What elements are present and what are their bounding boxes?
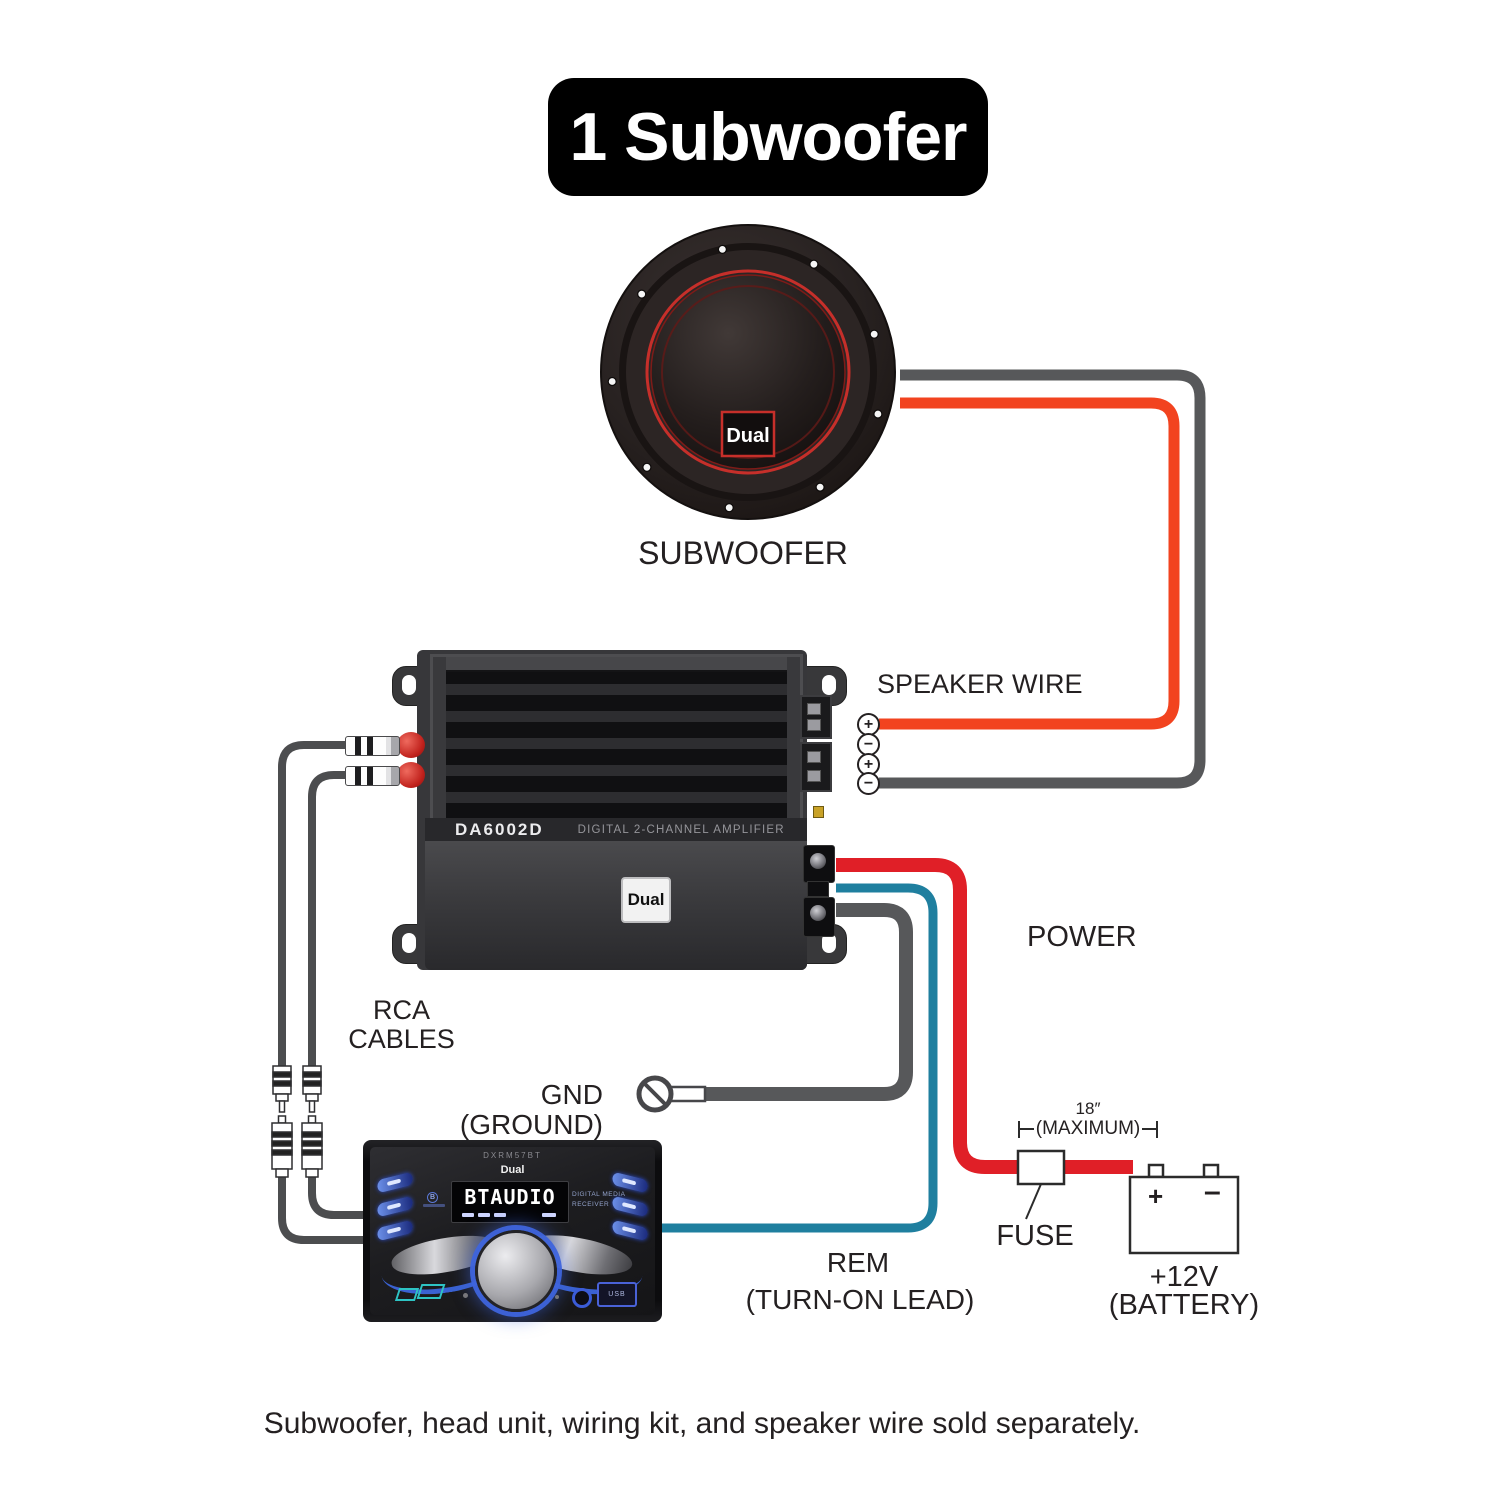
amp-model: DA6002D bbox=[455, 819, 544, 839]
speaker-negative-wire bbox=[879, 369, 1206, 789]
page-title: 1 Subwoofer bbox=[569, 99, 967, 175]
bluetooth-icon: B bbox=[427, 1192, 438, 1203]
head-unit-model: DXRM57BT bbox=[483, 1151, 542, 1160]
amp-lower-panel: Dual bbox=[425, 841, 807, 970]
usb-port: USB bbox=[597, 1282, 637, 1307]
display-indicators bbox=[494, 1213, 506, 1217]
amp-heatsink bbox=[430, 654, 803, 822]
speaker-wire-label: SPEAKER WIRE bbox=[877, 669, 1083, 699]
rca-cables-label: RCA CABLES bbox=[348, 995, 455, 1055]
head-unit-brand: Dual bbox=[500, 1164, 525, 1176]
fuse-symbol bbox=[1016, 1149, 1066, 1220]
mounting-holes bbox=[607, 244, 883, 513]
rca-inline-connector-right bbox=[301, 1065, 323, 1178]
speaker-positive-wire bbox=[879, 397, 1180, 730]
ground-ring-terminal-icon bbox=[636, 1075, 707, 1113]
reset-hole bbox=[555, 1295, 559, 1299]
title-banner: 1 Subwoofer bbox=[548, 78, 988, 196]
remote-terminal bbox=[807, 881, 829, 897]
ground-terminal bbox=[803, 897, 835, 937]
battery-voltage-label: +12V bbox=[1149, 1261, 1219, 1293]
subwoofer-image: Dual bbox=[600, 224, 896, 520]
amp-tagline: DIGITAL 2-CHANNEL AMPLIFIER bbox=[577, 823, 785, 836]
amp-led bbox=[813, 806, 824, 818]
footer-disclaimer: Subwoofer, head unit, wiring kit, and sp… bbox=[263, 1407, 1141, 1440]
speaker-terminal-negative: − bbox=[857, 772, 880, 795]
volume-knob bbox=[475, 1230, 557, 1312]
rem-sublabel: (TURN-ON LEAD) bbox=[745, 1284, 975, 1315]
head-unit-display: BTAUDIO bbox=[451, 1181, 569, 1223]
bluetooth-label-bar bbox=[423, 1204, 445, 1207]
speaker-terminal-negative: − bbox=[857, 733, 880, 756]
display-indicators bbox=[478, 1213, 490, 1217]
mic-hole bbox=[463, 1293, 468, 1298]
speaker-output-terminal bbox=[800, 695, 832, 739]
power-wire bbox=[836, 858, 1133, 1174]
head-unit-image: DXRM57BT Dual B BTAUDIO DIGITAL MEDIA RE… bbox=[363, 1140, 662, 1322]
display-text: BTAUDIO bbox=[464, 1185, 556, 1209]
remote-turn-on-wire bbox=[660, 883, 938, 1233]
subwoofer-label: SUBWOOFER bbox=[638, 535, 848, 571]
dimension-brackets bbox=[1018, 1121, 1158, 1138]
rca-inline-connector-left bbox=[271, 1065, 293, 1178]
ground-wire bbox=[700, 903, 913, 1101]
head-unit-type-text: DIGITAL MEDIA RECEIVER bbox=[572, 1191, 626, 1208]
rca-plug bbox=[345, 736, 400, 756]
battery-symbol bbox=[1128, 1163, 1240, 1255]
rca-input-jack bbox=[397, 762, 425, 788]
fuse-max-length: 18″ bbox=[1075, 1099, 1101, 1118]
rem-label: REM bbox=[826, 1247, 890, 1278]
speaker-output-terminal bbox=[800, 742, 832, 792]
rca-input-jack bbox=[397, 732, 425, 758]
fuse-label: FUSE bbox=[996, 1220, 1074, 1252]
amp-dual-badge: Dual bbox=[621, 877, 671, 923]
aux-jack bbox=[572, 1288, 592, 1308]
subwoofer-dual-badge: Dual bbox=[720, 410, 776, 458]
ground-label: GND (GROUND) bbox=[459, 1079, 603, 1141]
rca-plug bbox=[345, 766, 400, 786]
display-indicators bbox=[542, 1213, 556, 1217]
rca-cable-left bbox=[278, 741, 366, 1244]
power-label: POWER bbox=[1027, 921, 1137, 953]
battery-positive-sign: + bbox=[1148, 1181, 1164, 1211]
svg-text:Dual: Dual bbox=[726, 425, 769, 447]
power-terminal bbox=[803, 845, 835, 883]
rca-cable-right bbox=[308, 771, 366, 1219]
battery-negative-sign: – bbox=[1204, 1175, 1221, 1208]
fuse-max-note: (MAXIMUM) bbox=[1035, 1118, 1141, 1139]
display-indicators bbox=[462, 1213, 474, 1217]
amp-label-band: DA6002D DIGITAL 2-CHANNEL AMPLIFIER bbox=[425, 818, 807, 841]
eq-graphic bbox=[394, 1284, 446, 1301]
amplifier-image: DA6002D DIGITAL 2-CHANNEL AMPLIFIER Dual bbox=[392, 650, 847, 972]
battery-name-label: (BATTERY) bbox=[1108, 1289, 1260, 1321]
